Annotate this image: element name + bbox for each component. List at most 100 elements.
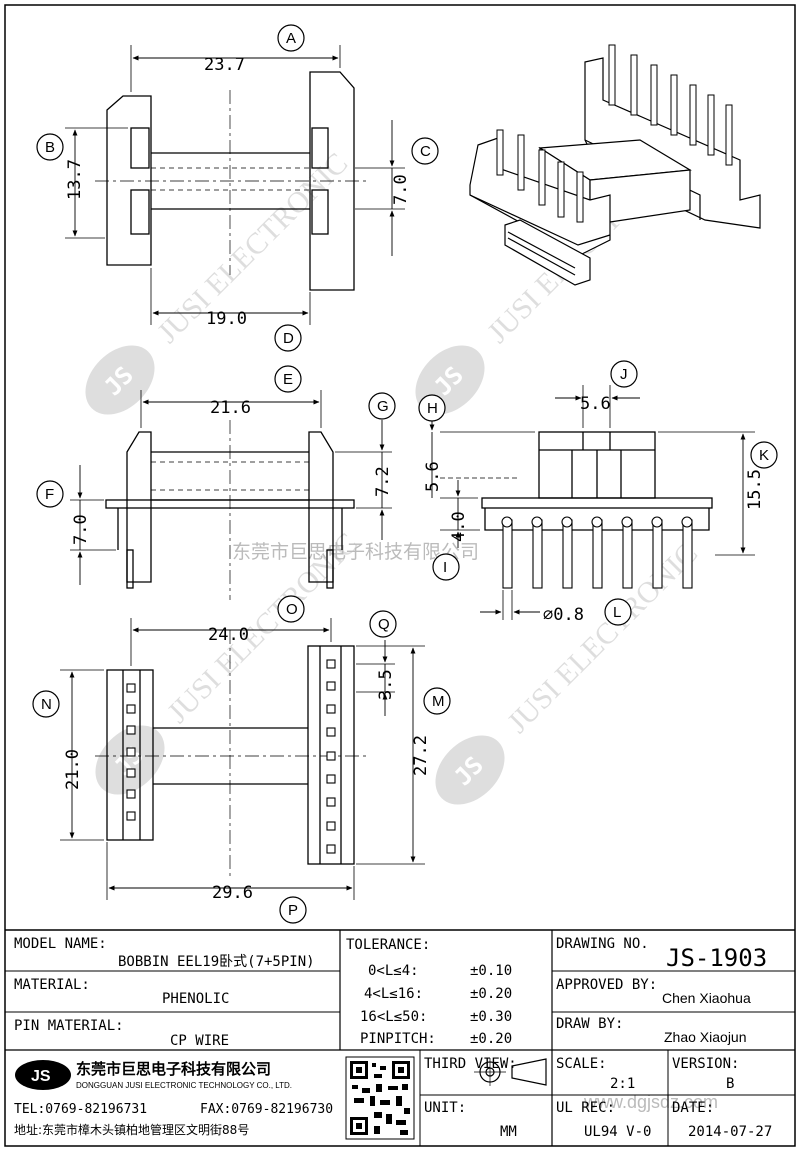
- dim-n: 21.0: [63, 749, 83, 790]
- dim-b: 13.7: [65, 159, 85, 200]
- iso-pin: [650, 64, 658, 126]
- company-name-cn: 东莞市巨思电子科技有限公司: [76, 1060, 271, 1078]
- approved-by-value: Chen Xiaohua: [662, 990, 751, 1006]
- bottom-right-flange: [307, 645, 355, 865]
- company-logo-text: JS: [31, 1068, 51, 1085]
- dim-a: 23.7: [204, 55, 245, 75]
- label-bubble-a: [277, 24, 305, 52]
- label-q: Q: [378, 616, 390, 633]
- date-label: DATE:: [672, 1100, 714, 1116]
- dim-j: 5.6: [580, 394, 611, 414]
- dim-o: 24.0: [208, 625, 249, 645]
- iso-pin: [557, 161, 565, 218]
- watermark-logo: [85, 345, 155, 415]
- third-angle-projection-symbol: [474, 1058, 547, 1086]
- watermark-url: www.dgjsdz.com: [583, 1092, 718, 1112]
- company-name-en: DONGGUAN JUSI ELECTRONIC TECHNOLOGY CO.,…: [76, 1081, 292, 1090]
- iso-pin: [670, 74, 678, 136]
- pin-material-value: CP WIRE: [170, 1033, 229, 1049]
- approved-by-label: APPROVED BY:: [556, 977, 657, 993]
- bottom-pins: [126, 659, 336, 854]
- label-bubble-m: [423, 687, 451, 715]
- label-k: K: [759, 447, 769, 464]
- unit-value: MM: [500, 1124, 517, 1140]
- iso-pins: [496, 44, 733, 223]
- side-pins: [501, 516, 693, 589]
- iso-pin: [630, 54, 638, 116]
- label-o: O: [286, 601, 298, 618]
- front-right-flange: [308, 431, 334, 583]
- sheet-border: [4, 4, 796, 1147]
- label-bubble-q: [369, 610, 397, 638]
- front-left-flange: [126, 431, 152, 583]
- dim-f: 7.0: [71, 514, 91, 545]
- label-bubble-f: [36, 480, 64, 508]
- model-name-label: MODEL NAME:: [14, 936, 107, 952]
- label-h: H: [427, 400, 438, 417]
- dim-m: 27.2: [411, 735, 431, 776]
- label-bubble-o: [277, 595, 305, 623]
- tolerance-value: ±0.20: [470, 1031, 512, 1047]
- dim-h: 5.6: [423, 461, 443, 492]
- draw-by-label: DRAW BY:: [556, 1016, 623, 1032]
- top-left-slot: [130, 127, 150, 169]
- iso-pin: [576, 171, 584, 223]
- label-c: C: [420, 143, 431, 160]
- version-label: VERSION:: [672, 1056, 739, 1072]
- watermark-en: JUSI ELECTRONIC: [501, 537, 704, 740]
- scale-label: SCALE:: [556, 1056, 607, 1072]
- watermark-company: 东莞市巨思电子科技有限公司: [232, 541, 479, 563]
- version-value: B: [726, 1076, 734, 1092]
- iso-pin: [608, 44, 616, 106]
- tolerance-label: TOLERANCE:: [346, 937, 430, 953]
- title-block: [5, 929, 795, 1146]
- model-name-value: BOBBIN EEL19卧式(7+5PIN): [118, 954, 315, 970]
- label-l: L: [613, 604, 621, 621]
- label-bubble-h: [418, 394, 446, 422]
- pin-material-label: PIN MATERIAL:: [14, 1018, 124, 1034]
- dim-l: ⌀0.8: [543, 605, 584, 625]
- tolerance-value: ±0.30: [470, 1009, 512, 1025]
- tolerance-range: 4<L≤16:: [364, 986, 423, 1002]
- side-pin: [652, 519, 663, 589]
- iso-pin: [707, 94, 715, 156]
- iso-pin: [538, 149, 546, 206]
- label-bubble-d: [274, 324, 302, 352]
- watermark-logo: [435, 735, 505, 805]
- label-bubble-p: [279, 896, 307, 924]
- label-g: G: [377, 398, 389, 415]
- label-bubble-c: [411, 137, 439, 165]
- label-m: M: [432, 693, 445, 710]
- side-pin: [532, 519, 543, 589]
- bottom-view: [95, 630, 370, 880]
- scale-value: 2:1: [610, 1076, 635, 1092]
- label-d: D: [283, 330, 294, 347]
- side-pin: [682, 519, 693, 589]
- label-n: N: [41, 696, 52, 713]
- label-bubble-l: [604, 598, 632, 626]
- ul-rec-label: UL REC:: [556, 1100, 615, 1116]
- company-fax: FAX:0769-82196730: [200, 1102, 333, 1117]
- label-f: F: [45, 486, 54, 503]
- side-pin: [562, 519, 573, 589]
- top-right-slot: [311, 127, 329, 169]
- label-e: E: [283, 371, 293, 388]
- label-j: J: [620, 366, 628, 383]
- dim-i: 4.0: [449, 511, 469, 542]
- front-pin: [126, 549, 134, 589]
- company-tel: TEL:0769-82196731: [14, 1102, 147, 1117]
- dim-q: 3.5: [376, 669, 396, 700]
- dim-k: 15.5: [745, 469, 765, 510]
- company-logo: [15, 1060, 71, 1090]
- tolerance-range: PINPITCH:: [360, 1031, 436, 1047]
- iso-pin: [725, 104, 733, 166]
- front-pin: [326, 549, 334, 589]
- watermark-logo: [95, 725, 165, 795]
- front-view: [70, 390, 392, 600]
- date-value: 2014-07-27: [688, 1124, 772, 1140]
- label-bubble-e: [274, 365, 302, 393]
- tolerance-range: 0<L≤4:: [368, 963, 419, 979]
- label-bubble-b: [36, 133, 64, 161]
